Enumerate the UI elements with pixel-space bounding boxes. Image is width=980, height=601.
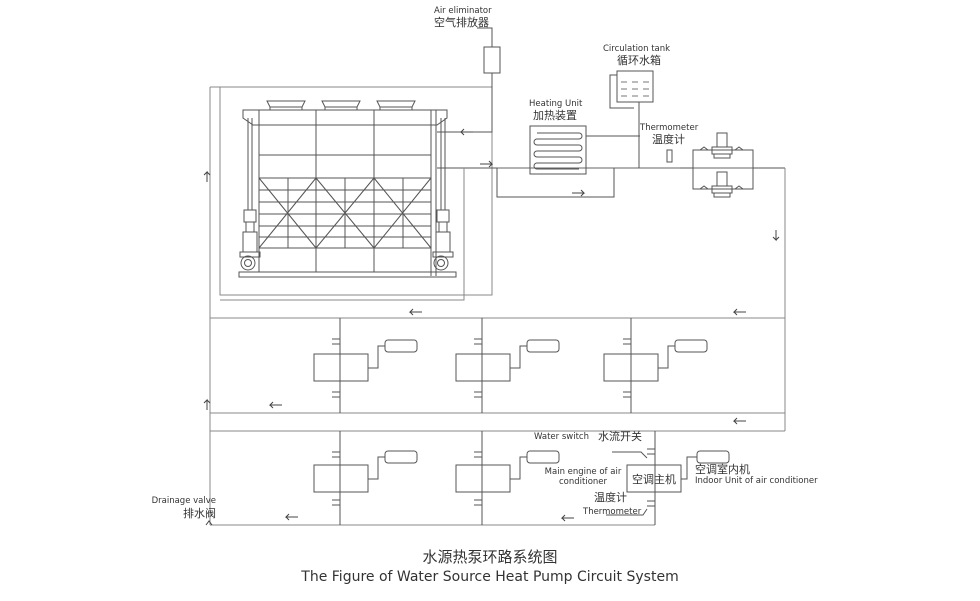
- main-engine-label-en-1: Main engine of air: [544, 467, 622, 477]
- heat-pump-unit-r1-1: [313, 338, 418, 398]
- flow-arrow-left: [732, 308, 746, 316]
- air-eliminator-label-en: Air eliminator: [434, 6, 492, 16]
- drainage-valve-label-zh: 排水阀: [183, 507, 216, 520]
- circulation-pump-group: [680, 132, 785, 198]
- circulation-pump-2: [699, 171, 744, 198]
- drainage-valve-label-en: Drainage valve: [151, 496, 216, 506]
- flow-arrow-left: [560, 514, 574, 522]
- air-eliminator-label-zh: 空气排放器: [434, 16, 489, 29]
- fan-stack-3: [376, 100, 416, 111]
- flow-arrow-up: [203, 170, 211, 182]
- thermometer-bottom-label-zh: 温度计: [594, 491, 627, 504]
- tower-pump-right: [432, 209, 454, 271]
- outer-loop: [209, 86, 786, 526]
- main-engine-box-label: 空调主机: [632, 473, 676, 486]
- caption-title-zh: 水源热泵环路系统图: [422, 548, 558, 566]
- flow-arrow-left: [284, 513, 298, 521]
- circulation-pump-1: [699, 132, 744, 159]
- fan-stack-1: [266, 100, 306, 111]
- cooling-tower-enclosure: [219, 86, 493, 296]
- heat-pump-unit-r2-2: [455, 450, 560, 506]
- main-engine-label-en-2: conditioner: [558, 477, 608, 487]
- flow-arrow-left: [268, 401, 282, 409]
- tower-pump-left: [239, 209, 261, 271]
- flow-arrows: [203, 128, 780, 522]
- flow-arrow-right: [480, 160, 494, 168]
- caption-title-en: The Figure of Water Source Heat Pump Cir…: [301, 569, 679, 585]
- water-switch-label-zh: 水流开关: [598, 430, 642, 443]
- thermometer-top-label-en: Thermometer: [640, 123, 699, 133]
- heating-unit-label-zh: 加热装置: [533, 109, 577, 122]
- heat-pump-unit-r2-3: [606, 448, 730, 516]
- heating-unit-label-en: Heating Unit: [529, 99, 583, 109]
- circulation-tank: [609, 70, 654, 168]
- flow-arrow-right: [572, 189, 586, 197]
- air-eliminator: [437, 27, 501, 133]
- heat-pump-unit-r2-1: [313, 450, 418, 506]
- circulation-tank-label-en: Circulation tank: [603, 44, 671, 54]
- row1-risers: [339, 318, 632, 413]
- fan-stack-2: [321, 100, 361, 111]
- flow-arrow-left: [732, 417, 746, 425]
- flow-arrow-up: [203, 398, 211, 410]
- heat-pump-unit-r1-2: [455, 338, 560, 398]
- heating-unit: [496, 125, 640, 198]
- flow-arrow-left: [459, 128, 473, 136]
- cooling-tower: [238, 100, 457, 278]
- water-switch-label-en: Water switch: [534, 432, 589, 442]
- circulation-tank-label-zh: 循环水箱: [617, 54, 661, 67]
- thermometer-bottom-label-en: Thermometer: [583, 507, 642, 517]
- drainage-valve: [205, 520, 213, 526]
- flow-arrow-down: [772, 230, 780, 242]
- row2-risers: [339, 431, 656, 525]
- flow-arrow-left: [408, 308, 422, 316]
- indoor-unit-label-en: Indoor Unit of air conditioner: [695, 476, 818, 486]
- thermometer-top: [666, 149, 673, 163]
- heat-pump-unit-r1-3: [603, 338, 708, 398]
- supply-pipe: [220, 167, 785, 301]
- indoor-unit-label-zh: 空调室内机: [695, 463, 750, 476]
- thermometer-top-label-zh: 温度计: [652, 133, 685, 146]
